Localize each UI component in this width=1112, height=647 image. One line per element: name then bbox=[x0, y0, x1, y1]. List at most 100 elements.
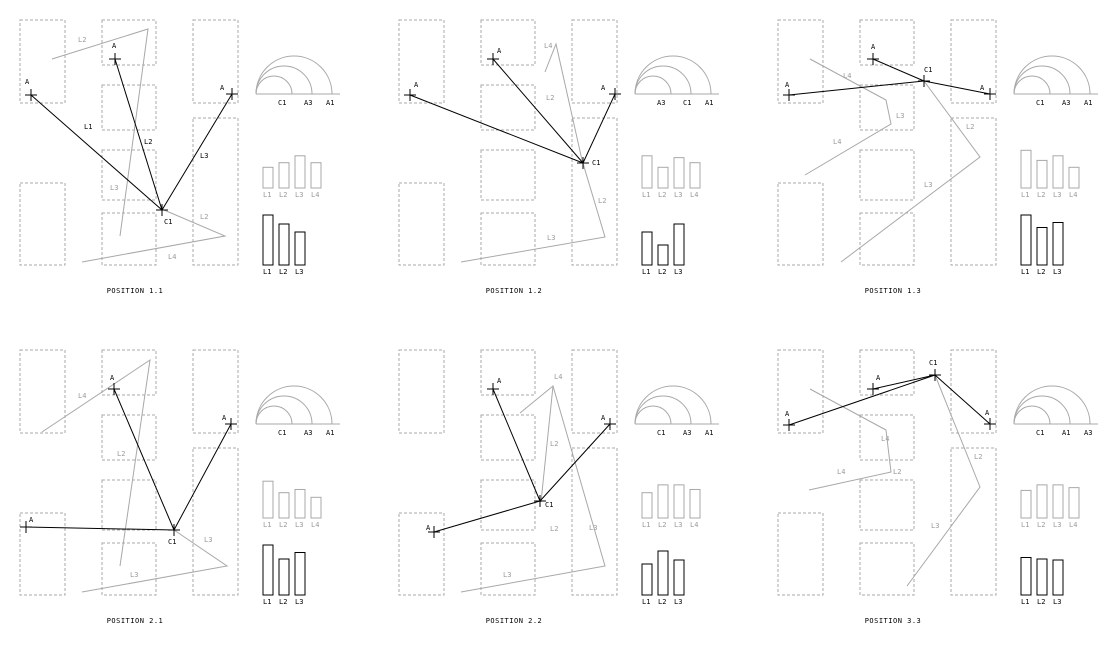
gray-path-2 bbox=[81, 529, 229, 593]
black-bar-3 bbox=[1052, 222, 1064, 266]
black-bar-3 bbox=[673, 559, 685, 596]
point-label-3: A bbox=[985, 409, 990, 417]
arc-3 bbox=[255, 385, 333, 425]
gray-bar-label-4: L4 bbox=[1069, 191, 1077, 199]
point-label-3: A bbox=[220, 84, 225, 92]
point-label-3: A bbox=[980, 84, 985, 92]
arc-label-1: C1 bbox=[1036, 99, 1044, 107]
site-block-4 bbox=[480, 414, 536, 461]
arc-3 bbox=[634, 55, 712, 95]
black-path-3 bbox=[539, 423, 611, 502]
site-block-8 bbox=[571, 117, 618, 266]
line-label-3: L3 bbox=[200, 152, 208, 160]
gray-bar-3 bbox=[1052, 484, 1064, 519]
gray-bar-3 bbox=[673, 157, 685, 189]
line-label-2: L2 bbox=[144, 138, 152, 146]
arc-1 bbox=[1013, 405, 1051, 425]
panel-caption: POSITION 1.1 bbox=[107, 287, 164, 295]
site-block-5 bbox=[101, 149, 157, 201]
arc-label-3: A1 bbox=[1084, 99, 1092, 107]
point-label-4: C1 bbox=[929, 359, 937, 367]
gray-bar-label-3: L3 bbox=[1053, 521, 1061, 529]
site-block-4 bbox=[101, 414, 157, 461]
black-path-1 bbox=[433, 500, 541, 533]
point-label-2: A bbox=[110, 374, 115, 382]
site-block-5 bbox=[859, 479, 915, 531]
gray-line-label-1: L4 bbox=[554, 373, 562, 381]
black-path-3 bbox=[923, 80, 991, 95]
black-path-3 bbox=[161, 93, 233, 211]
site-block-6 bbox=[480, 212, 536, 266]
gray-bar-4 bbox=[310, 496, 322, 519]
site-block-8 bbox=[950, 447, 997, 596]
gray-bar-label-2: L2 bbox=[658, 521, 666, 529]
gray-bar-1 bbox=[1020, 149, 1032, 189]
black-bar-label-2: L2 bbox=[1037, 268, 1045, 276]
point-label-1: A bbox=[785, 81, 790, 89]
site-block-2 bbox=[19, 182, 66, 266]
site-block-4 bbox=[480, 84, 536, 131]
gray-path-2 bbox=[840, 80, 981, 263]
black-bar-1 bbox=[1020, 214, 1032, 266]
point-label-2: A bbox=[497, 377, 502, 385]
gray-bar-1 bbox=[641, 155, 653, 189]
site-block-8 bbox=[571, 447, 618, 596]
gray-line-label-2: L2 bbox=[117, 450, 125, 458]
gray-bar-label-3: L3 bbox=[674, 191, 682, 199]
site-block-6 bbox=[859, 542, 915, 596]
arc-2 bbox=[634, 65, 692, 95]
gray-bar-label-4: L4 bbox=[690, 191, 698, 199]
arc-label-2: A3 bbox=[304, 429, 312, 437]
gray-bar-1 bbox=[1020, 489, 1032, 519]
gray-path-2 bbox=[81, 209, 227, 263]
site-block-5 bbox=[480, 479, 536, 531]
gray-path-1 bbox=[51, 28, 149, 237]
gray-bar-label-1: L1 bbox=[642, 191, 650, 199]
gray-line-label-1: L4 bbox=[881, 435, 889, 443]
arc-2 bbox=[255, 395, 313, 425]
black-bar-label-1: L1 bbox=[1021, 598, 1029, 606]
gray-line-label-1: L4 bbox=[78, 392, 86, 400]
gray-line-label-3: L4 bbox=[833, 138, 841, 146]
site-block-8 bbox=[192, 117, 239, 266]
black-bar-3 bbox=[673, 223, 685, 266]
panel-caption: POSITION 1.3 bbox=[865, 287, 922, 295]
panel-caption: POSITION 2.1 bbox=[107, 617, 164, 625]
site-block-6 bbox=[859, 212, 915, 266]
black-bar-label-2: L2 bbox=[658, 598, 666, 606]
point-label-3: A bbox=[601, 84, 606, 92]
gray-line-label-1: L4 bbox=[843, 72, 851, 80]
site-block-3 bbox=[101, 349, 157, 396]
gray-bar-label-4: L4 bbox=[311, 191, 319, 199]
point-label-1: A bbox=[785, 410, 790, 418]
arc-2 bbox=[1013, 65, 1071, 95]
black-bar-label-3: L3 bbox=[674, 268, 682, 276]
gray-line-label-4: L2 bbox=[200, 213, 208, 221]
arc-2 bbox=[634, 395, 692, 425]
black-bar-1 bbox=[641, 231, 653, 266]
gray-line-label-5: L3 bbox=[503, 571, 511, 579]
gray-bar-4 bbox=[1068, 166, 1080, 189]
black-bar-label-2: L2 bbox=[279, 268, 287, 276]
gray-bar-3 bbox=[1052, 155, 1064, 189]
site-block-7 bbox=[950, 349, 997, 434]
black-bar-label-2: L2 bbox=[658, 268, 666, 276]
gray-bar-label-2: L2 bbox=[279, 191, 287, 199]
gray-bar-2 bbox=[1036, 484, 1048, 519]
point-label-4: C1 bbox=[164, 218, 172, 226]
gray-bar-label-3: L3 bbox=[295, 521, 303, 529]
black-path-1 bbox=[30, 94, 163, 211]
arc-label-2: A3 bbox=[304, 99, 312, 107]
black-bar-2 bbox=[1036, 558, 1048, 596]
arc-label-1: A3 bbox=[657, 99, 665, 107]
gray-line-label-1: L2 bbox=[78, 36, 86, 44]
black-bar-3 bbox=[294, 231, 306, 266]
point-label-4: C1 bbox=[592, 159, 600, 167]
arc-label-2: C1 bbox=[683, 99, 691, 107]
black-path-2 bbox=[872, 374, 936, 390]
gray-path-1 bbox=[804, 58, 892, 176]
gray-bar-label-1: L1 bbox=[642, 521, 650, 529]
site-block-8 bbox=[192, 447, 239, 596]
arc-label-1: C1 bbox=[1036, 429, 1044, 437]
